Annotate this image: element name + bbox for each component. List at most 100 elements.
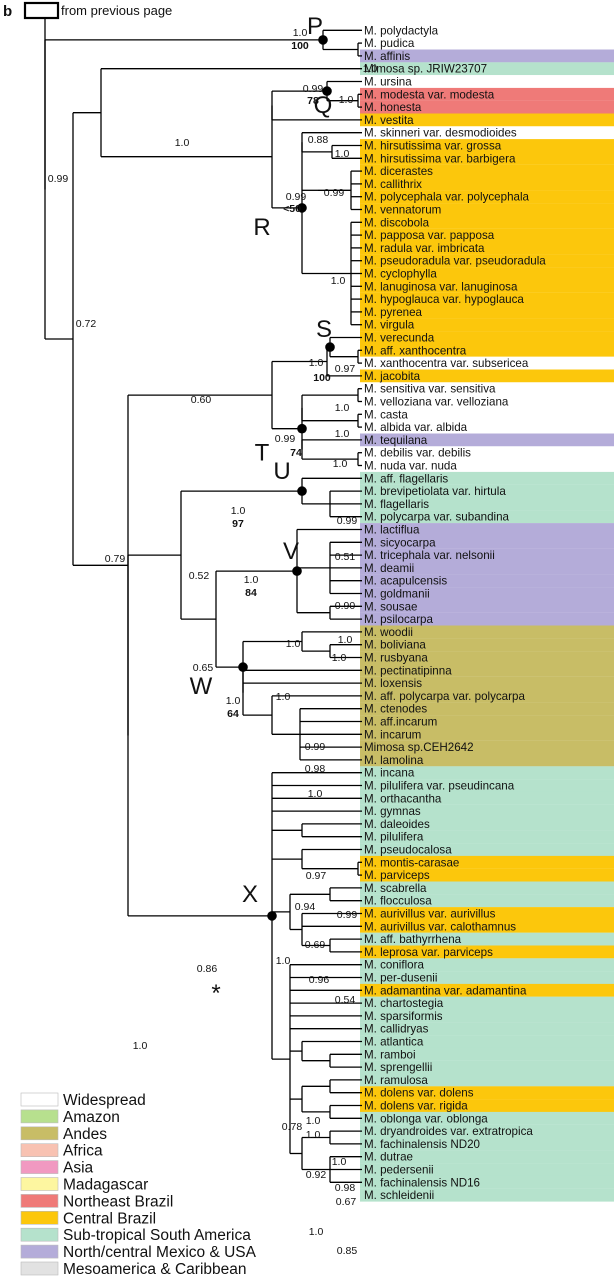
taxon-label: M. pilulifera var. pseudincana: [364, 780, 515, 793]
region-band: [360, 241, 614, 255]
support-pp: 1.0: [309, 357, 324, 369]
support-pp: 1.0: [226, 695, 241, 707]
region-band: [360, 1086, 614, 1100]
region-band: [360, 587, 614, 600]
legend-swatch: [20, 1227, 59, 1242]
legend-swatch: [20, 1126, 59, 1141]
region-band: [360, 1124, 614, 1138]
support-value: 1.0: [335, 148, 350, 160]
region-band: [360, 753, 614, 767]
taxon-label: Mimosa sp. JRIW23707: [364, 63, 487, 76]
taxon-label: M. pyrenea: [364, 306, 423, 319]
taxon-label: M. vestita: [364, 114, 414, 127]
region-band: [360, 1099, 614, 1112]
region-band: [360, 49, 614, 63]
region-band: [360, 254, 614, 268]
taxon-label: M. jacobita: [364, 370, 421, 383]
support-value: 0.78: [282, 1121, 303, 1133]
region-band: [360, 1188, 614, 1202]
panel-label: b: [3, 3, 12, 20]
clade-node-dot: [292, 566, 302, 576]
taxon-label: M. dutrae: [364, 1151, 413, 1164]
clade-node-dot: [297, 203, 307, 213]
taxon-label: M. gymnas: [364, 805, 421, 818]
taxon-label: M. radula var. imbricata: [364, 242, 485, 255]
region-band: [360, 1047, 614, 1061]
region-band: [360, 1035, 614, 1048]
taxon-label: M. albida var. albida: [364, 421, 468, 434]
clade-label: R: [253, 214, 270, 241]
taxon-label: M. aff. flagellaris: [364, 472, 448, 485]
clade-label: P: [307, 13, 323, 40]
taxon-label: M. chartostegia: [364, 997, 444, 1010]
taxon-label: M. vennatorum: [364, 204, 441, 217]
taxon-label: M. skinneri var. desmodioides: [364, 127, 517, 140]
region-band: [360, 267, 614, 280]
legend-label: Africa: [63, 1143, 103, 1160]
region-band: [360, 535, 614, 549]
taxon-label: M. cyclophylla: [364, 268, 437, 281]
support-value: 0.97: [306, 870, 327, 882]
taxon-label: M. dolens var. dolens: [364, 1087, 474, 1100]
taxon-label: M. polycephala var. polycephala: [364, 191, 530, 204]
taxon-label: M. polydactyla: [364, 24, 439, 37]
taxon-label: M. pilulifera: [364, 831, 424, 844]
region-band: [360, 1150, 614, 1164]
taxon-label: M. goldmanii: [364, 588, 430, 601]
taxon-label: M. callithrix: [364, 178, 422, 191]
support-pp: 1.0: [244, 574, 259, 586]
taxon-label: M. deamii: [364, 562, 414, 575]
taxon-label: M. sparsiformis: [364, 1010, 443, 1023]
taxon-label: M. pudica: [364, 37, 415, 50]
support-bootstrap: 97: [232, 518, 244, 530]
support-value: 1.0: [308, 788, 323, 800]
legend-label: Widespread: [63, 1092, 146, 1109]
support-pp: 0.99: [275, 433, 296, 445]
taxon-label: M. pseudoradula var. pseudoradula: [364, 255, 546, 268]
region-band: [360, 139, 614, 152]
taxon-label: M. incana: [364, 767, 415, 780]
tree-branches: [23, 1, 362, 1183]
significance-star: *: [211, 980, 220, 1007]
taxon-label: M. polycarpa var. subandina: [364, 511, 510, 524]
legend-label: Andes: [63, 1126, 107, 1143]
support-value: 1.0: [338, 634, 353, 646]
legend-swatch: [20, 1160, 59, 1174]
region-band: [360, 164, 614, 178]
taxon-label: M. nuda var. nuda: [364, 460, 457, 473]
support-bootstrap: 74: [290, 447, 302, 459]
support-bootstrap: <50: [283, 203, 301, 215]
taxon-label: M. ramulosa: [364, 1074, 428, 1087]
taxon-label: M. pectinatipinna: [364, 664, 452, 677]
region-band: [360, 689, 614, 703]
region-band: [360, 356, 614, 370]
clade-label: X: [242, 881, 258, 908]
support-value: 1.0: [175, 137, 190, 149]
taxon-label: M. debilis var. debilis: [364, 447, 471, 460]
region-band: [360, 151, 614, 165]
clade-node-dot: [297, 486, 307, 496]
region-band: [360, 279, 614, 293]
legend-swatch: [20, 1092, 59, 1107]
region-band: [360, 331, 614, 344]
taxon-label: M. honesta: [364, 101, 422, 114]
support-bootstrap: 100: [313, 372, 331, 384]
region-band: [360, 87, 614, 101]
taxon-label: M. parviceps: [364, 869, 430, 882]
clade-label: U: [273, 458, 290, 485]
support-pp: 0.99: [286, 191, 307, 203]
legend-label: Amazon: [63, 1109, 120, 1126]
clade-label: V: [283, 538, 299, 565]
taxon-label: M. schleidenii: [364, 1189, 434, 1202]
support-value: 0.88: [308, 134, 329, 146]
taxon-label: M. rusbyana: [364, 652, 428, 665]
taxon-label: M. scabrella: [364, 882, 427, 895]
region-band: [360, 983, 614, 997]
taxon-label: M. velloziana var. velloziana: [364, 396, 509, 409]
support-value: 0.79: [105, 553, 126, 565]
region-band: [360, 766, 614, 780]
region-band: [360, 932, 614, 946]
taxon-label: M. dicerastes: [364, 165, 433, 178]
taxon-label: M. flagellaris: [364, 498, 429, 511]
support-value: 1.0: [276, 691, 291, 703]
